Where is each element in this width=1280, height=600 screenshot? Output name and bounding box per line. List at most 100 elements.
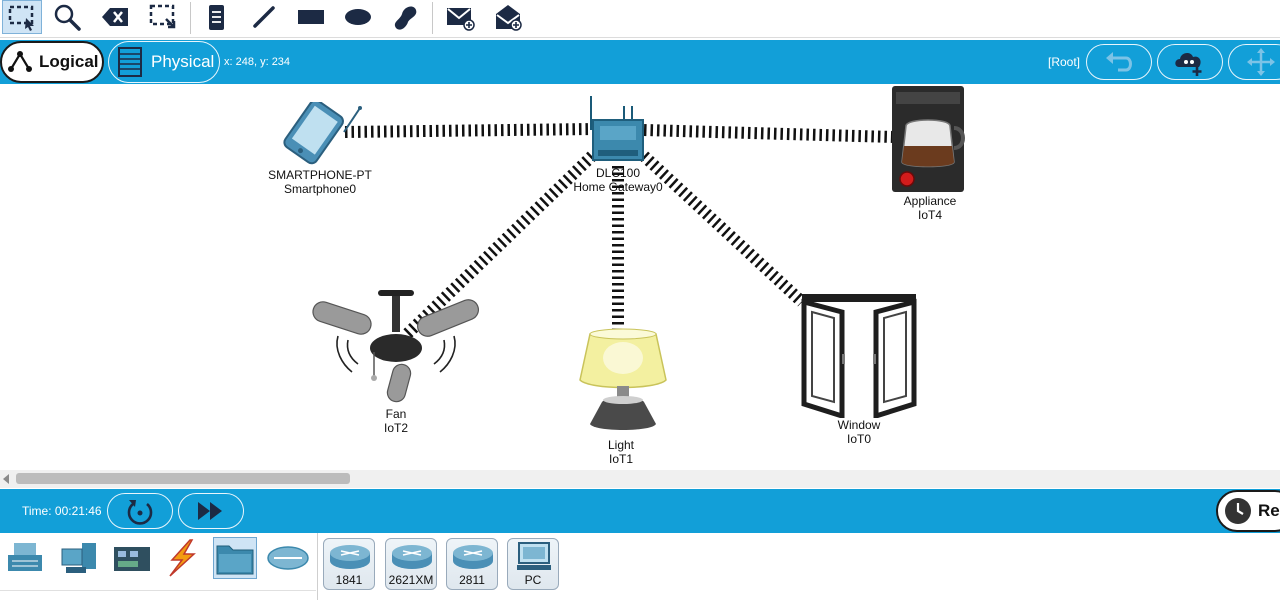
window-label: Window IoT0 <box>801 418 917 446</box>
category-end-devices[interactable] <box>58 537 102 579</box>
smartphone-label: SMARTPHONE-PT Smartphone0 <box>262 168 378 196</box>
power-cycle-devices-button[interactable] <box>107 493 173 529</box>
device-name: IoT2 <box>383 421 408 435</box>
simulation-time-bar: Time: 00:21:46 Re <box>0 489 1280 533</box>
physical-view-button[interactable]: Physical <box>108 41 220 83</box>
move-object-icon <box>1247 48 1275 76</box>
ellipse-icon <box>345 9 371 25</box>
router-icon <box>453 545 493 569</box>
device-model: Window <box>837 418 881 432</box>
smartphone-icon[interactable] <box>276 102 364 168</box>
simulation-time: Time: 00:21:46 <box>22 504 102 518</box>
add-simple-pdu-button[interactable] <box>440 0 480 34</box>
inspect-tool-button[interactable] <box>47 0 87 34</box>
device-name: IoT4 <box>917 208 942 222</box>
category-multiuser[interactable] <box>266 537 310 579</box>
device-model: Fan <box>385 407 407 421</box>
new-cluster-button[interactable] <box>1157 44 1223 80</box>
physical-rack-icon <box>118 47 142 77</box>
device-model: Appliance <box>903 194 957 208</box>
rectangle-icon <box>298 10 324 24</box>
logical-view-button[interactable]: Logical <box>0 41 104 83</box>
device-model-2621xm[interactable]: 2621XM <box>385 538 437 590</box>
device-model-2811[interactable]: 2811 <box>446 538 498 590</box>
link-smartphone-gateway <box>344 123 595 138</box>
draw-rectangle-button[interactable] <box>291 0 331 34</box>
category-connections[interactable] <box>160 537 204 579</box>
category-components[interactable] <box>110 537 154 579</box>
device-name: Home Gateway0 <box>573 180 663 194</box>
cursor-coordinates: x: 248, y: 234 <box>224 56 291 68</box>
root-breadcrumb[interactable]: [Root] <box>1048 55 1081 69</box>
place-note-button[interactable] <box>196 0 236 34</box>
fast-forward-icon <box>198 502 222 520</box>
model-label: 1841 <box>335 573 363 587</box>
network-devices-icon <box>8 543 42 571</box>
back-button[interactable] <box>1086 44 1152 80</box>
category-miscellaneous[interactable] <box>213 537 257 579</box>
freeform-icon <box>394 6 417 30</box>
link-gateway-fan <box>400 151 597 341</box>
complex-pdu-icon <box>496 5 522 31</box>
end-devices-icon <box>61 543 96 573</box>
workspace-bar: Logical Physical x: 248, y: 234 [Root] <box>0 40 1280 84</box>
canvas-horizontal-scrollbar[interactable] <box>0 470 1280 488</box>
note-icon <box>209 5 224 30</box>
multiuser-icon <box>267 546 309 570</box>
freeform-button[interactable] <box>385 0 425 34</box>
wireless-links <box>344 123 895 341</box>
device-model-1841[interactable]: 1841 <box>323 538 375 590</box>
delete-tool-button[interactable] <box>95 0 135 34</box>
back-icon <box>1106 52 1132 72</box>
category-network-devices[interactable] <box>4 537 48 579</box>
model-label: 2811 <box>459 573 485 587</box>
realtime-label: Re <box>1258 501 1280 520</box>
select-tool-button[interactable] <box>2 0 42 34</box>
physical-label: Physical <box>151 52 215 71</box>
device-model: SMARTPHONE-PT <box>268 168 372 182</box>
realtime-mode-button[interactable]: Re <box>1216 490 1280 532</box>
resize-tool-button[interactable] <box>143 0 183 34</box>
add-complex-pdu-button[interactable] <box>488 0 528 34</box>
main-toolbar <box>0 0 1280 38</box>
router-icon <box>392 545 432 569</box>
device-name: IoT0 <box>846 432 871 446</box>
home-gateway-label: DLC100 Home Gateway0 <box>560 166 676 194</box>
device-model: Light <box>607 438 635 452</box>
device-model: DLC100 <box>595 166 641 180</box>
power-cycle-icon <box>127 500 153 525</box>
home-gateway-icon[interactable] <box>588 96 648 166</box>
new-cluster-icon <box>1175 53 1202 76</box>
device-type-panel: 1841 2621XM 2811 PC <box>0 533 1280 600</box>
light-label: Light IoT1 <box>563 438 679 466</box>
logical-label: Logical <box>39 52 99 71</box>
move-object-button[interactable] <box>1228 44 1280 80</box>
scrollbar-thumb[interactable] <box>16 473 350 484</box>
window-icon[interactable] <box>798 292 920 418</box>
device-name: IoT1 <box>608 452 633 466</box>
draw-ellipse-button[interactable] <box>338 0 378 34</box>
miscellaneous-icon <box>216 545 254 575</box>
router-icon <box>330 545 370 569</box>
inspect-icon <box>54 4 81 31</box>
pc-icon <box>517 542 551 570</box>
coffee-maker-icon[interactable] <box>890 84 968 194</box>
components-icon <box>114 547 150 571</box>
ceiling-fan-icon[interactable] <box>308 288 484 406</box>
simple-pdu-icon <box>447 8 475 31</box>
scroll-left-icon[interactable] <box>3 474 9 484</box>
connections-icon <box>169 539 196 577</box>
model-label: PC <box>524 573 542 587</box>
fast-forward-button[interactable] <box>178 493 244 529</box>
fan-label: Fan IoT2 <box>338 407 454 435</box>
draw-line-icon <box>253 6 275 28</box>
lamp-icon[interactable] <box>576 328 670 438</box>
draw-line-button[interactable] <box>244 0 284 34</box>
device-model-pc[interactable]: PC <box>507 538 559 590</box>
model-label: 2621XM <box>388 573 434 587</box>
logical-workspace-canvas[interactable]: SMARTPHONE-PT Smartphone0 DLC100 Home Ga… <box>0 84 1280 470</box>
appliance-label: Appliance IoT4 <box>872 194 988 222</box>
resize-icon <box>149 4 176 29</box>
select-icon <box>8 5 34 31</box>
delete-icon <box>102 8 128 26</box>
